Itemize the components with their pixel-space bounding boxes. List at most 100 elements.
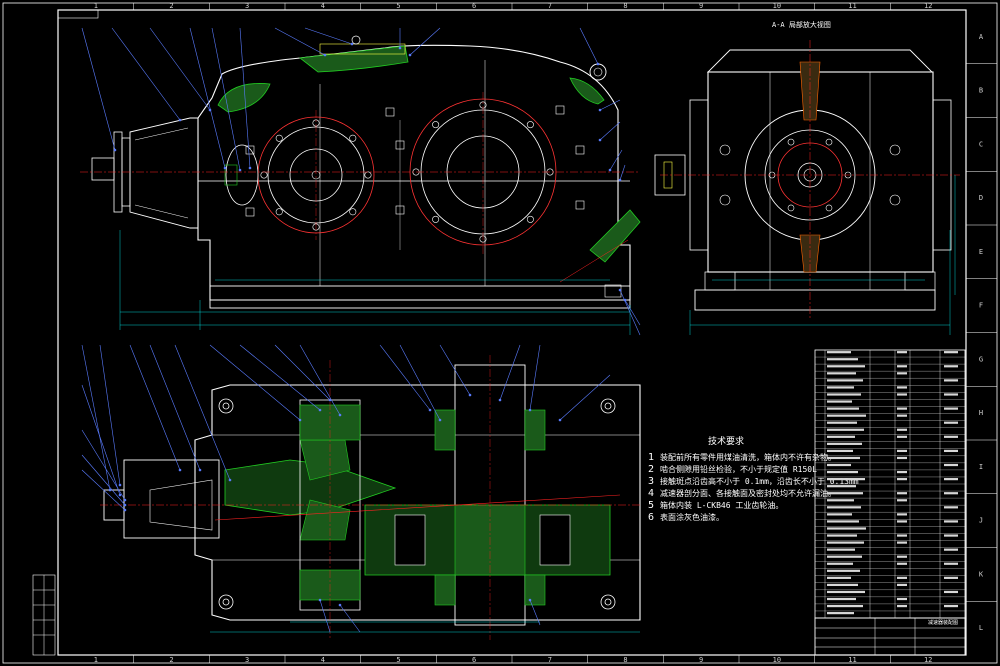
front-bolt-hole <box>349 134 357 142</box>
zone-row-H: H <box>979 409 983 417</box>
front-bolt-hole <box>432 121 440 129</box>
zone-col-bottom-8: 8 <box>623 656 627 664</box>
zone-tick-marks <box>133 3 997 663</box>
bom-row-text <box>827 492 863 495</box>
tech-req-item: 装配前所有零件用煤油清洗，箱体内不许有杂物。 <box>660 452 836 462</box>
zone-row-I: I <box>979 463 983 471</box>
zone-col-bottom-3: 3 <box>245 656 249 664</box>
bom-row-text <box>827 407 859 410</box>
front-bolt-hole <box>260 171 268 179</box>
bom-row-text <box>827 379 863 382</box>
side-bolt-hole <box>825 138 833 146</box>
bom-row-text <box>827 400 852 403</box>
side-bolt-hole <box>787 204 795 212</box>
zone-col-top-2: 2 <box>169 2 173 10</box>
tech-req-item: 减速器剖分面、各接触面及密封处均不允许漏油。 <box>660 488 836 498</box>
tech-req-number: 4 <box>648 488 654 499</box>
side-view: A-A 局部放大视图 <box>654 20 960 335</box>
zone-row-E: E <box>979 248 983 256</box>
bom-row-text <box>827 428 864 431</box>
bom-row-text <box>827 456 860 460</box>
front-bolt-head <box>245 145 255 155</box>
plan-callout-leaders <box>81 344 611 633</box>
bom-row-text <box>827 386 854 389</box>
zone-col-top-1: 1 <box>94 2 98 10</box>
front-bolt-hole <box>349 208 357 216</box>
front-input-bearing-cap <box>225 144 259 206</box>
zone-col-bottom-4: 4 <box>321 656 325 664</box>
front-bolt-hole <box>275 134 283 142</box>
plan-corner-bolts <box>218 398 616 610</box>
bom-row-text <box>827 520 859 523</box>
zone-col-bottom-11: 11 <box>848 656 856 664</box>
plan-section-view <box>81 344 641 640</box>
side-bolt-circles <box>719 138 901 212</box>
zone-col-top-10: 10 <box>773 2 781 10</box>
front-bolt-head <box>395 140 405 150</box>
side-casing-outline <box>707 71 934 273</box>
front-bolt-hole <box>364 171 372 179</box>
title-block: 减速器装配图 <box>814 617 966 656</box>
bom-row-text <box>827 576 851 579</box>
bom-row-text <box>827 548 855 551</box>
plan-casing-outline <box>194 384 641 621</box>
zone-row-K: K <box>979 570 984 578</box>
zone-col-top-4: 4 <box>321 2 325 10</box>
side-bolt-hole <box>889 144 901 156</box>
zone-col-top-11: 11 <box>848 2 856 10</box>
bom-table <box>814 349 966 619</box>
bom-row-text <box>827 393 861 396</box>
side-bolt-hole <box>787 138 795 146</box>
bom-row-text <box>827 478 865 481</box>
front-bolt-hole <box>526 121 534 129</box>
tech-req-item: 啮合侧隙用铅丝检验，不小于规定值 R150L <box>660 464 817 474</box>
side-bolt-hole <box>825 204 833 212</box>
bom-row-text <box>827 485 856 488</box>
tech-req-number: 6 <box>648 512 654 523</box>
side-bolt-hole <box>719 194 731 206</box>
bom-row-text <box>827 358 858 361</box>
bom-row-text <box>827 414 866 417</box>
front-gearbox-casing <box>197 44 631 301</box>
bom-row-text <box>827 597 856 601</box>
front-oil-gauge <box>589 209 641 263</box>
tech-req-number: 5 <box>648 500 654 511</box>
plan-bevel-pinion <box>224 459 397 516</box>
bom-row-text <box>827 506 861 509</box>
bom-row-text <box>827 569 860 572</box>
bom-row-text <box>827 612 854 615</box>
bom-row-text <box>827 604 863 608</box>
front-bolt-hole <box>432 215 440 223</box>
bom-row-text <box>827 499 854 502</box>
tech-req-item: 接触斑点沿齿高不小于 0.1mm，沿齿长不小于 0.13mm <box>660 476 859 486</box>
tech-req-title: 技术要求 <box>708 435 744 447</box>
side-view-title: A-A 局部放大视图 <box>772 20 831 29</box>
bom-row-text <box>827 435 855 438</box>
zone-col-bottom-9: 9 <box>699 656 703 664</box>
front-bolt-head <box>245 207 255 217</box>
zone-col-bottom-6: 6 <box>472 656 476 664</box>
front-bolt-head <box>395 205 405 215</box>
bom-row-text <box>827 541 864 544</box>
zone-col-top-5: 5 <box>396 2 400 10</box>
zone-col-bottom-1: 1 <box>94 656 98 664</box>
zone-row-C: C <box>979 140 983 148</box>
bom-row-text <box>827 442 862 445</box>
zone-col-bottom-5: 5 <box>396 656 400 664</box>
front-bolt-hole <box>275 208 283 216</box>
tech-req-item: 表面涂灰色油漆。 <box>660 512 724 522</box>
zone-col-top-8: 8 <box>623 2 627 10</box>
tech-req-number: 3 <box>648 476 654 487</box>
front-inspection-cover <box>298 45 409 73</box>
bom-row-text <box>827 527 866 530</box>
bom-row-text <box>827 372 856 375</box>
breather-knob <box>351 35 361 45</box>
side-base <box>694 289 936 311</box>
front-callout-leaders <box>81 27 641 336</box>
front-view <box>80 27 641 336</box>
zone-row-G: G <box>979 355 983 363</box>
